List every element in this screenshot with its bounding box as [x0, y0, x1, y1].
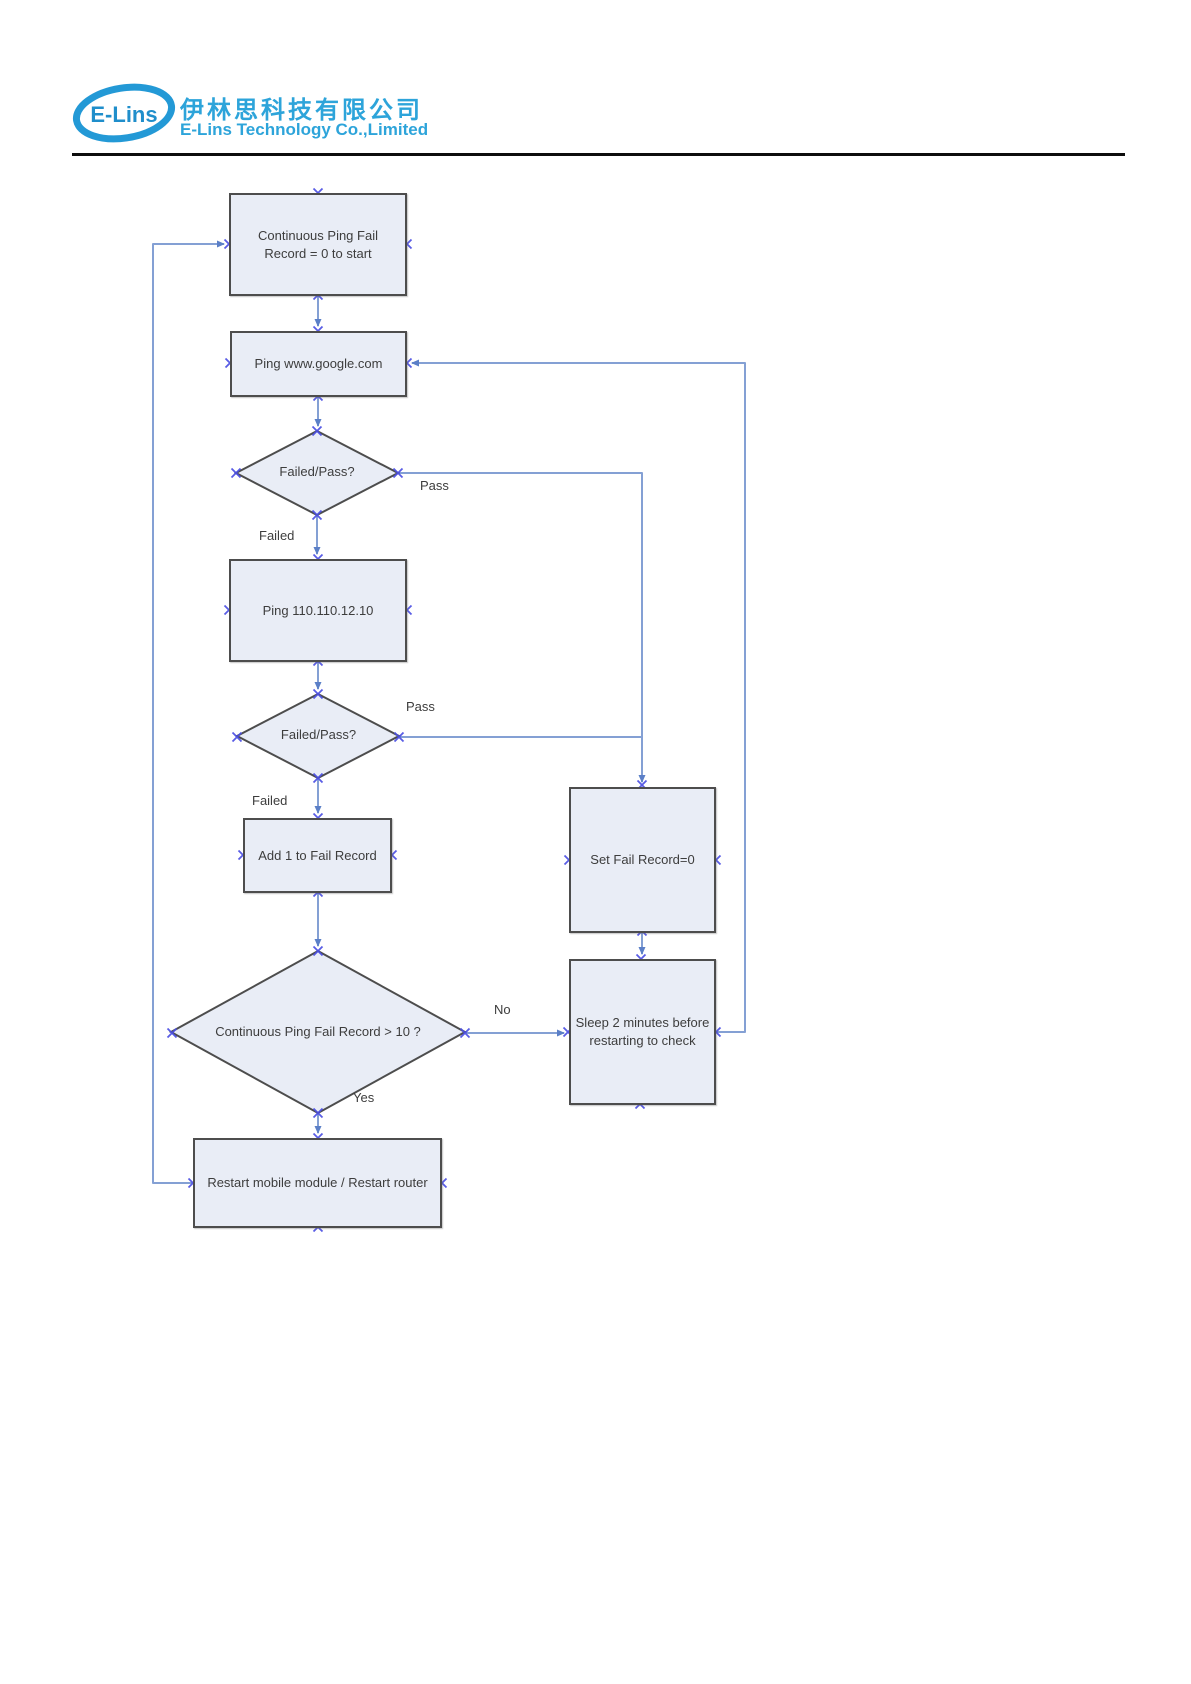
node-sleep: Sleep 2 minutes before restarting to che… [569, 959, 716, 1105]
logo-ellipse-fill [84, 93, 164, 133]
node-ping-google: Ping www.google.com [230, 331, 407, 397]
node-start: Continuous Ping Fail Record = 0 to start [229, 193, 407, 296]
node-start-label: Continuous Ping Fail Record = 0 to start [258, 227, 378, 261]
decision2-label: Failed/Pass? [280, 727, 357, 742]
edge-label-pass-2: Pass [406, 699, 435, 714]
connection-point-x-icon [311, 425, 323, 437]
edge-label-yes: Yes [353, 1090, 375, 1105]
connection-point-x-icon [312, 1107, 324, 1119]
decision3-label: Continuous Ping Fail Record > 10 ? [215, 1024, 421, 1039]
node-sleep-label: Sleep 2 minutes before restarting to che… [575, 1015, 710, 1048]
connection-point-x-icon [392, 467, 404, 479]
node-ping-ip-label: Ping 110.110.12.10 [262, 602, 374, 618]
connection-point-x-icon [459, 1027, 471, 1039]
node-set-fail-record-label: Set Fail Record=0 [590, 852, 695, 868]
connection-point-x-icon [312, 688, 324, 700]
node-set-fail-record: Set Fail Record=0 [569, 787, 716, 933]
node-add-fail-record: Add 1 to Fail Record [243, 818, 392, 893]
company-name-chinese: 伊林思科技有限公司 [180, 97, 423, 124]
decision1-label: Failed/Pass? [279, 464, 355, 479]
company-name-english: E-Lins Technology Co.,Limited [180, 120, 429, 139]
connection-point-x-icon [166, 1027, 178, 1039]
edge-label-failed-2: Failed [252, 793, 288, 808]
edge-label-failed-1: Failed [259, 528, 295, 543]
node-add-fail-record-label: Add 1 to Fail Record [258, 847, 377, 863]
connection-point-x-icon [312, 945, 324, 957]
connection-point-x-icon [230, 467, 242, 479]
logo-ellipse-icon [72, 83, 176, 143]
header-divider [72, 153, 1125, 156]
node-ping-ip: Ping 110.110.12.10 [229, 559, 407, 662]
connector-decision1-pass-to-set-record [399, 472, 646, 783]
node-restart-router-label: Restart mobile module / Restart router [207, 1175, 428, 1191]
elins-logo: E-Lins [72, 83, 176, 143]
connection-point-x-icon [312, 772, 324, 784]
edge-label-no: No [494, 1002, 511, 1017]
node-ping-google-label: Ping www.google.com [254, 356, 383, 372]
connection-point-x-icon [231, 731, 243, 743]
connector-sleep-to-ping-google [411, 359, 746, 1033]
logo-text: E-Lins [90, 102, 157, 127]
edge-label-pass-1: Pass [420, 478, 449, 493]
connection-point-x-icon [311, 509, 323, 521]
connector-restart-to-start [152, 240, 225, 1184]
node-restart-router: Restart mobile module / Restart router [193, 1138, 442, 1228]
connection-point-x-icon [393, 731, 405, 743]
